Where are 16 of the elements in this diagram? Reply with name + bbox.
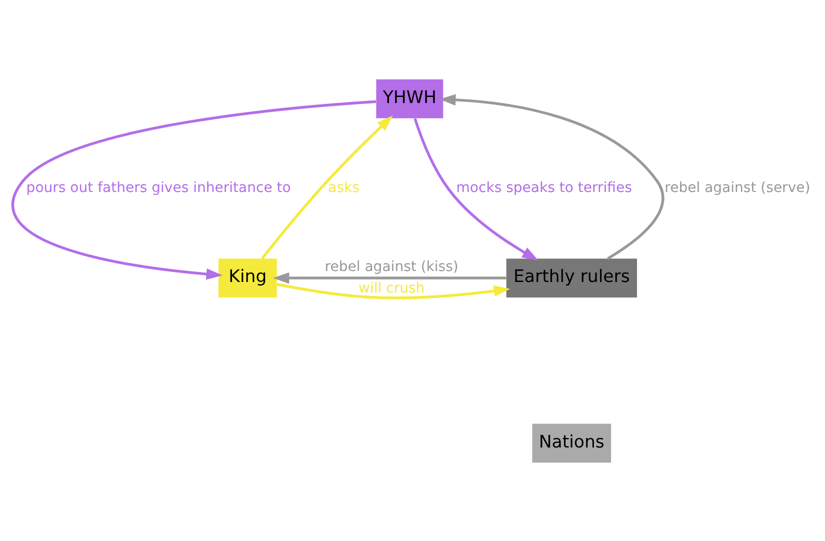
- node-box: YHWH: [376, 78, 444, 118]
- node-box: King: [218, 258, 277, 297]
- arrow: [439, 94, 664, 260]
- edge-label: asks: [328, 180, 360, 196]
- arrow: [261, 114, 393, 259]
- node-box: Earthly rulers: [506, 258, 637, 297]
- arrow: [414, 118, 538, 260]
- edge-label: pours out fathers gives inheritance to: [26, 180, 291, 196]
- edge-label: will crush: [358, 280, 425, 296]
- arrow: [276, 282, 510, 299]
- edge-label: rebel against (serve): [664, 180, 810, 196]
- arrow: [272, 272, 506, 284]
- edge-label: mocks speaks to terrifies: [456, 180, 632, 196]
- node-box: Nations: [532, 423, 612, 462]
- edge-label: rebel against (kiss): [324, 258, 458, 274]
- arrow: [12, 100, 376, 280]
